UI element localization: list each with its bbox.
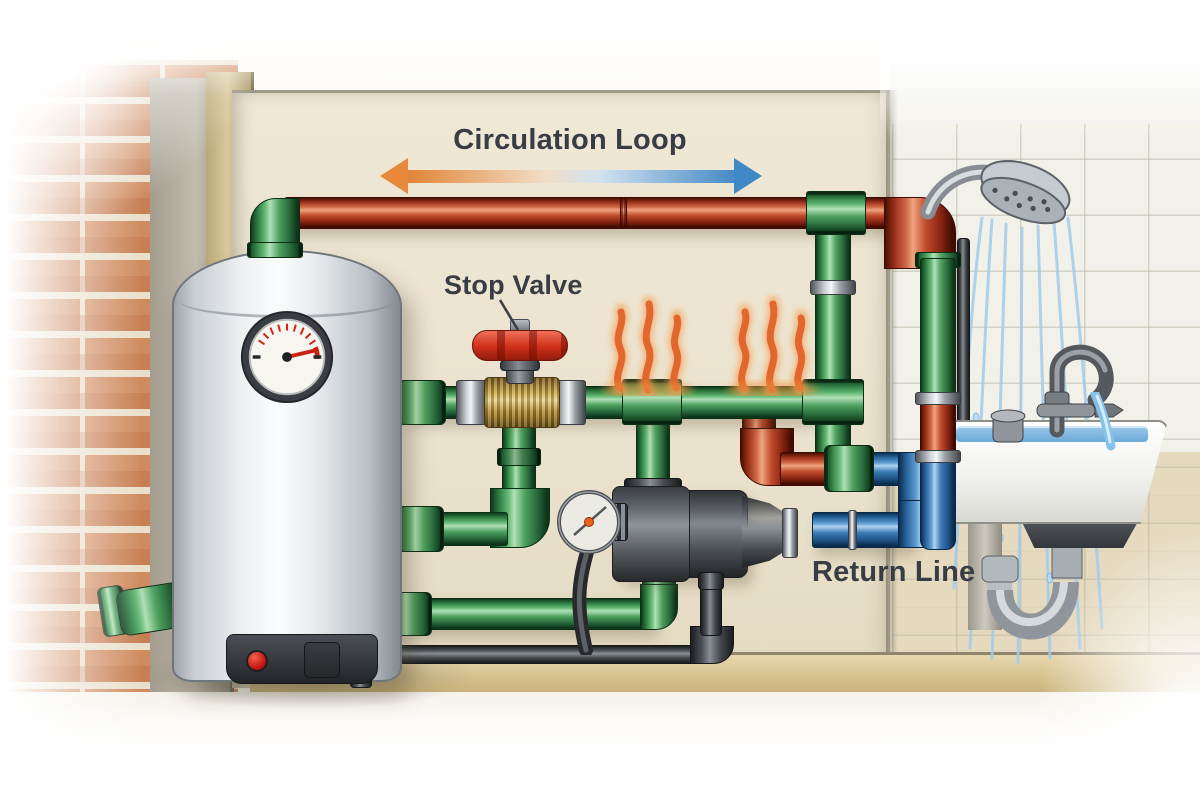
pump-outlet-ring — [782, 508, 798, 558]
shower-supply-pipe-gray — [957, 238, 970, 450]
valve-stem-ring — [500, 360, 540, 371]
junction-green-coupling — [824, 445, 874, 492]
valve-drop-coupling — [497, 448, 541, 466]
riser-blue-pipe — [920, 458, 956, 550]
drain-pipe-riser — [700, 584, 722, 636]
burner-connector — [304, 642, 340, 678]
pump-pressure-gauge — [557, 490, 621, 554]
circulation-loop-label: Circulation Loop — [453, 124, 687, 156]
riser-green-pipe — [920, 258, 956, 398]
green-tee-top — [806, 191, 866, 235]
shower-arm-and-head — [920, 160, 1071, 225]
tank-mid-flange — [396, 506, 444, 552]
pump-drain-connector — [698, 572, 724, 590]
return-line-pipe — [812, 512, 910, 548]
sink-faucet — [990, 344, 1124, 443]
gauge-hose — [572, 540, 597, 655]
circulation-direction-arrow — [380, 158, 762, 194]
ceiling-fade — [880, 0, 1200, 140]
riser-red-pipe — [920, 400, 956, 454]
cold-bottom-elbow — [640, 584, 678, 630]
pilot-button — [246, 650, 268, 672]
heater-outlet-elbow — [250, 198, 300, 248]
riser-coupling-1 — [915, 392, 961, 405]
return-line-label: Return Line — [812, 556, 976, 588]
stop-valve-label: Stop Valve — [444, 270, 583, 300]
faucet-water-stream — [1090, 392, 1116, 451]
valve-handle — [472, 330, 568, 361]
supply-flange-left — [396, 380, 446, 425]
stop-valve-pointer-line — [498, 299, 520, 331]
drop-pipe-coupling — [810, 280, 856, 295]
valve-nut-left — [456, 380, 488, 425]
heat-flames — [602, 296, 818, 396]
top-pipe-seam — [620, 197, 627, 229]
cold-bottom-pipe — [390, 598, 654, 630]
heater-outlet-collar — [247, 242, 303, 258]
tank-temperature-gauge — [240, 310, 334, 404]
riser-coupling-2 — [915, 450, 961, 463]
hot-supply-top-pipe — [284, 197, 896, 229]
valve-brass-body — [484, 377, 560, 428]
return-line-seam — [848, 510, 857, 550]
